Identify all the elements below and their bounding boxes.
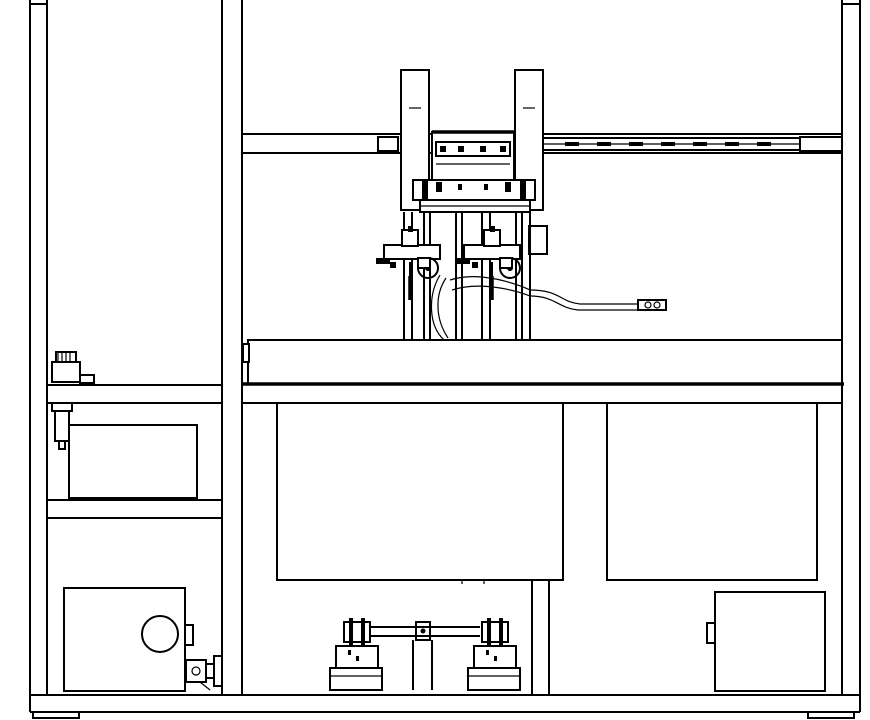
hose-lines (430, 274, 667, 341)
left-nozzle-head (376, 226, 441, 300)
left-divider-post (221, 0, 243, 695)
lower-right-cabinet (606, 402, 818, 581)
drain-valve (185, 655, 223, 691)
lower-middle-cabinet (276, 402, 564, 584)
left-pump (329, 618, 383, 691)
right-pump (467, 618, 521, 691)
machine-feet (32, 711, 855, 719)
pump-manifold (370, 621, 480, 690)
control-box-right (706, 591, 826, 692)
gripper-carriage (376, 69, 667, 341)
gantry-rail (242, 133, 843, 154)
rail-slots (565, 142, 771, 146)
right-nozzle-head (456, 226, 521, 300)
left-cabinet (47, 384, 222, 692)
work-table (242, 339, 844, 404)
air-filter-regulator (51, 351, 95, 450)
